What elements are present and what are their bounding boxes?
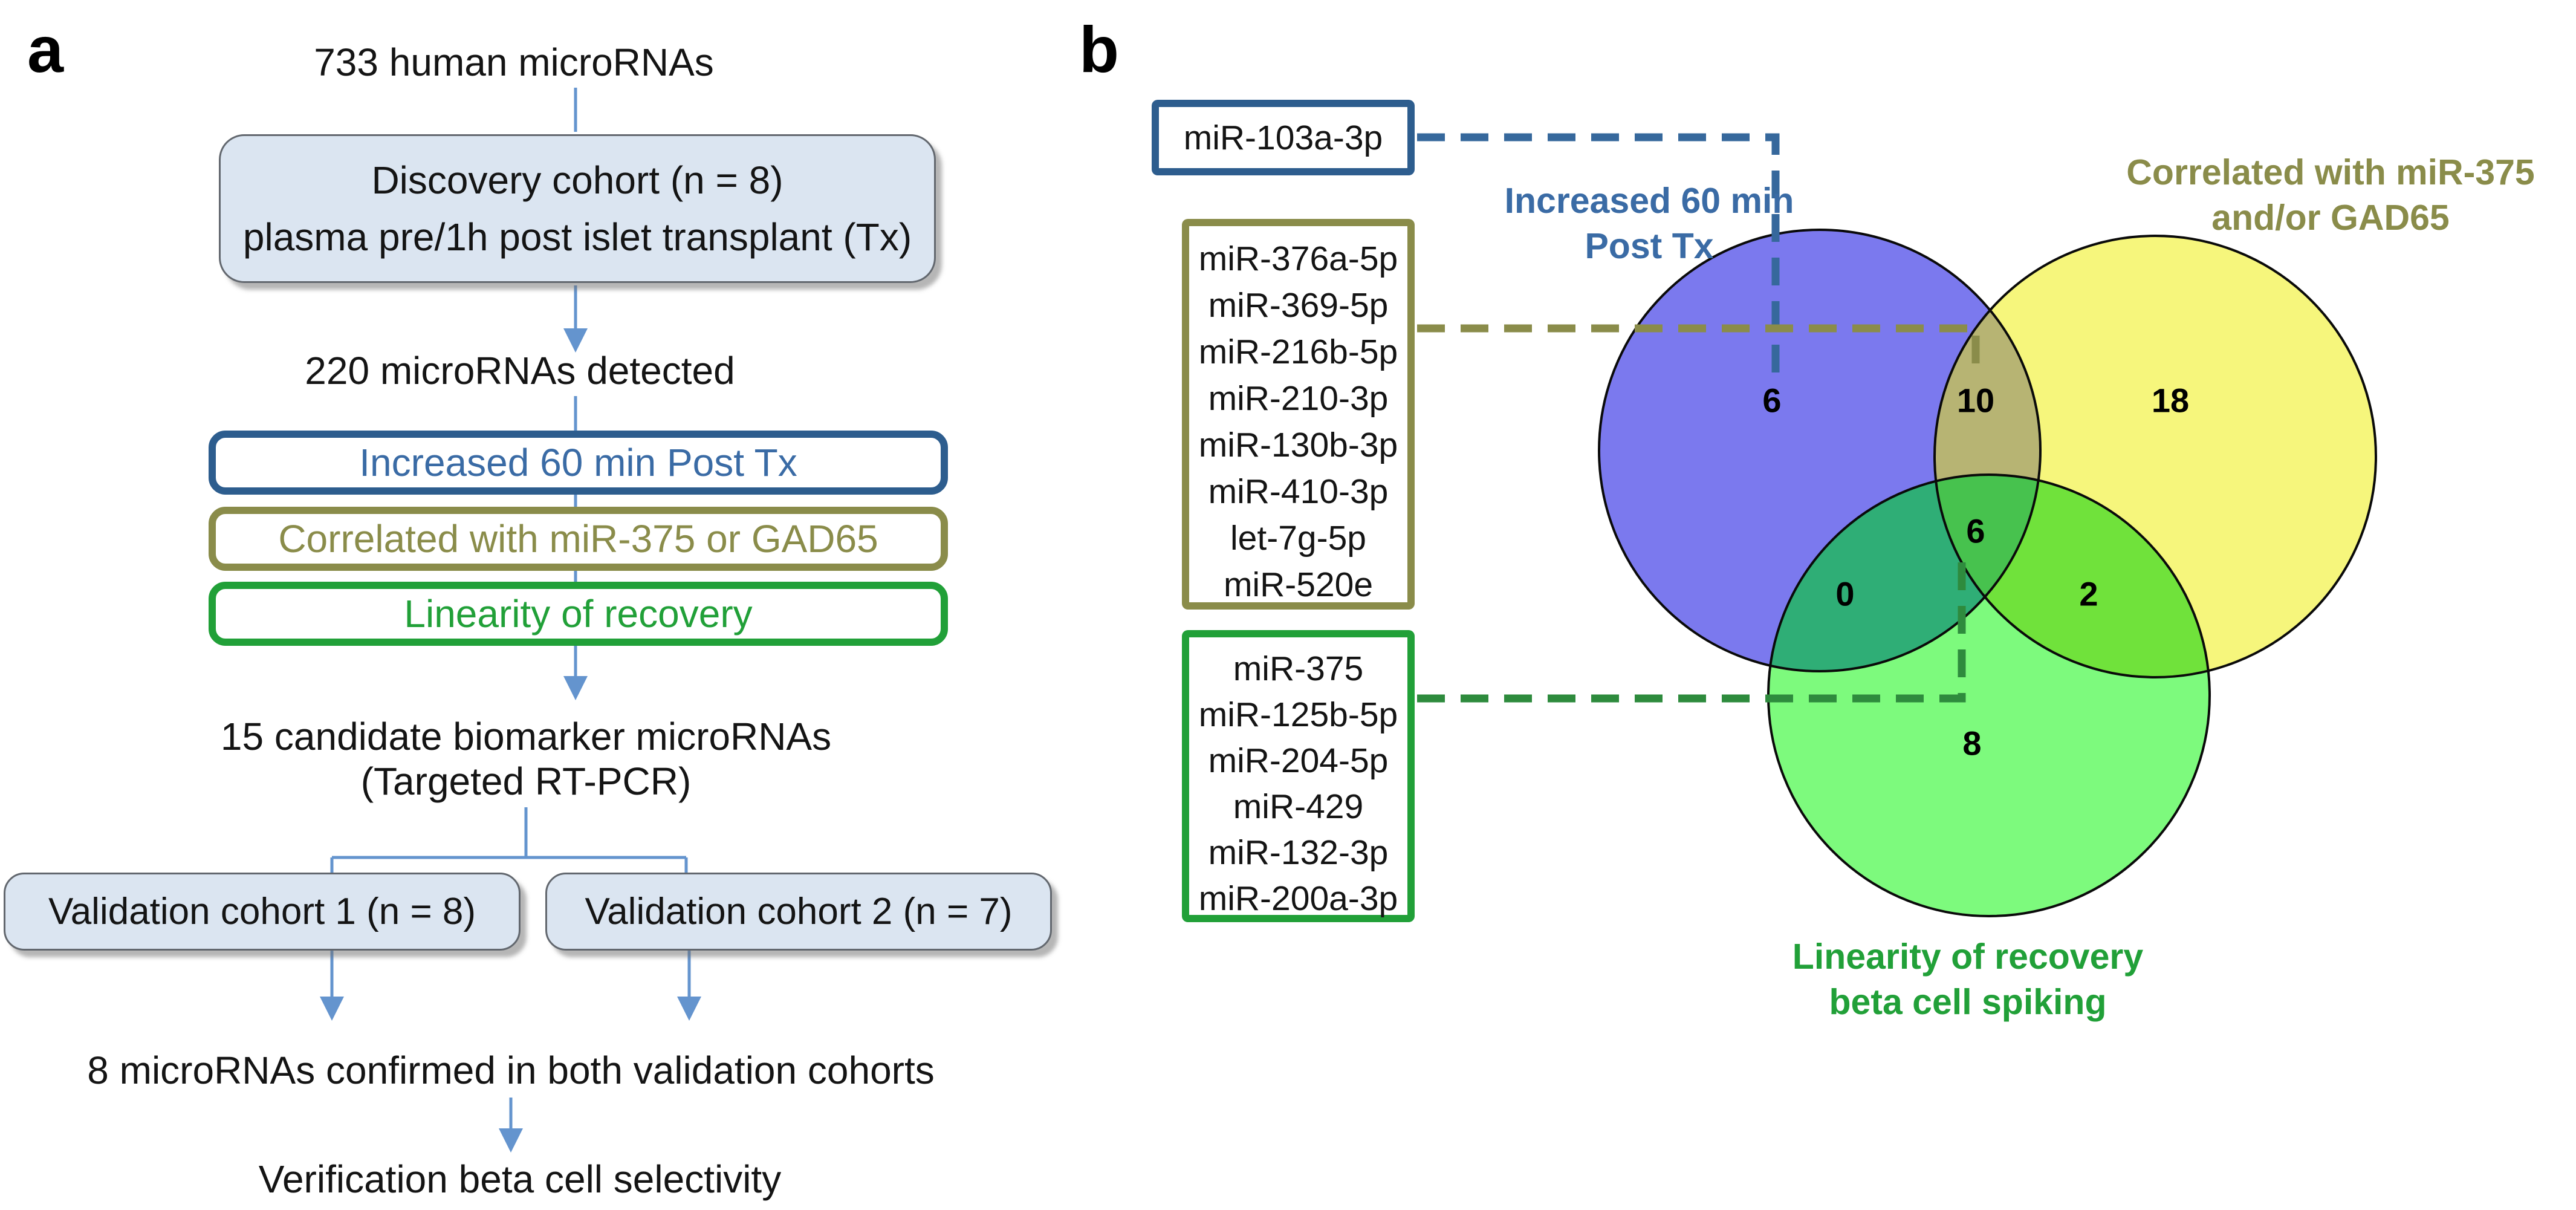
venn-label-green-line2: beta cell spiking xyxy=(1829,982,2107,1022)
mir-list-item: let-7g-5p xyxy=(1230,519,1366,558)
filter-box-increased-label: Increased 60 min Post Tx xyxy=(359,441,797,484)
filter-box-increased: Increased 60 min Post Tx xyxy=(209,431,948,495)
mir-list-item: miR-376a-5p xyxy=(1198,239,1398,278)
green-mir-list-box: miR-375 miR-125b-5p miR-204-5p miR-429 m… xyxy=(1182,630,1415,922)
panel-a-label: a xyxy=(27,13,64,86)
mir103-box: miR-103a-3p xyxy=(1152,100,1415,175)
mir-list-item: miR-216b-5p xyxy=(1198,333,1398,371)
mir-list-item: miR-204-5p xyxy=(1208,741,1389,780)
mir-list-item: miR-429 xyxy=(1233,787,1364,826)
mir-list-item: miR-132-3p xyxy=(1208,833,1389,872)
connector-branch xyxy=(330,807,688,873)
venn-label-olive-line1: Correlated with miR-375 xyxy=(2126,152,2535,192)
venn-count-yellow-green: 2 xyxy=(2079,574,2098,613)
venn-outline-blue xyxy=(1598,229,2042,672)
mir-list-item: miR-130b-3p xyxy=(1198,426,1398,464)
confirmed-text: 8 microRNAs confirmed in both validation… xyxy=(87,1049,935,1092)
validation-cohort-1-box: Validation cohort 1 (n = 8) xyxy=(4,873,521,951)
dashed-line-olive xyxy=(1417,324,1980,378)
mir-list-item: miR-369-5p xyxy=(1208,286,1389,325)
venn-count-blue-only: 6 xyxy=(1762,381,1782,420)
mir-list-item: miR-520e xyxy=(1223,565,1374,604)
discovery-cohort-line2: plasma pre/1h post islet transplant (Tx) xyxy=(242,215,912,259)
validation-cohort-2-box: Validation cohort 2 (n = 7) xyxy=(545,873,1052,951)
venn-label-green-line1: Linearity of recovery xyxy=(1792,937,2144,977)
mir103-label: miR-103a-3p xyxy=(1183,118,1383,157)
candidate-text-line2: (Targeted RT-PCR) xyxy=(360,760,692,803)
dashed-connectors xyxy=(1417,133,1980,703)
dashed-line-green xyxy=(1417,562,1966,703)
venn-label-blue-line1: Increased 60 min xyxy=(1504,181,1794,221)
venn-count-green-only: 8 xyxy=(1962,724,1982,763)
venn-region-yellow-green xyxy=(1935,475,2210,677)
venn-diagram xyxy=(1598,229,2377,917)
venn-count-blue-green: 0 xyxy=(1835,574,1855,613)
dashed-line-blue xyxy=(1417,133,1780,380)
mir-list-item: miR-410-3p xyxy=(1208,472,1389,511)
discovery-cohort-box: Discovery cohort (n = 8) plasma pre/1h p… xyxy=(219,134,936,283)
filter-box-linearity: Linearity of recovery xyxy=(209,582,948,646)
top-count-text: 733 human microRNAs xyxy=(314,41,714,84)
verification-text: Verification beta cell selectivity xyxy=(258,1157,782,1201)
filter-box-correlated: Correlated with miR-375 or GAD65 xyxy=(209,507,948,571)
candidate-text-line1: 15 candidate biomarker microRNAs xyxy=(220,715,832,758)
discovery-cohort-line1: Discovery cohort (n = 8) xyxy=(371,158,784,202)
venn-count-blue-yellow: 10 xyxy=(1956,381,1995,420)
mir-list-item: miR-200a-3p xyxy=(1198,879,1398,918)
validation-cohort-1-label: Validation cohort 1 (n = 8) xyxy=(48,891,476,932)
filter-box-correlated-label: Correlated with miR-375 or GAD65 xyxy=(278,517,878,561)
detected-count-text: 220 microRNAs detected xyxy=(305,349,735,392)
validation-cohort-2-label: Validation cohort 2 (n = 7) xyxy=(585,891,1013,932)
filter-box-linearity-label: Linearity of recovery xyxy=(404,592,753,636)
venn-label-olive-line2: and/or GAD65 xyxy=(2211,198,2450,238)
venn-count-yellow-only: 18 xyxy=(2151,381,2190,420)
mir-list-item: miR-210-3p xyxy=(1208,379,1389,418)
flowchart-connectors xyxy=(320,88,701,1153)
mir-list-item: miR-375 xyxy=(1233,649,1364,688)
venn-outline-yellow xyxy=(1933,235,2377,678)
venn-count-center: 6 xyxy=(1966,512,1985,550)
venn-region-blue-green xyxy=(1768,475,2040,671)
venn-label-blue-line2: Post Tx xyxy=(1585,226,1714,266)
olive-mir-list-box: miR-376a-5p miR-369-5p miR-216b-5p miR-2… xyxy=(1182,219,1415,610)
mir-list-item: miR-125b-5p xyxy=(1198,695,1398,734)
panel-b-label: b xyxy=(1079,13,1119,86)
